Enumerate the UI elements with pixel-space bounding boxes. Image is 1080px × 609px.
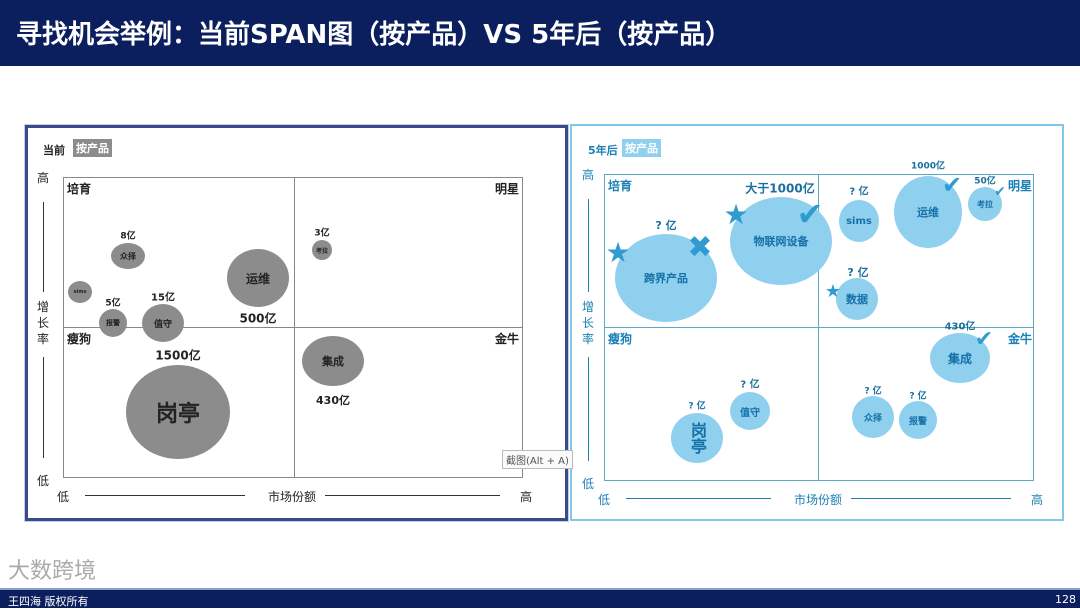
quadrant-label-bottom-left: 瘦狗 <box>608 332 633 346</box>
y-arrow-down <box>43 357 44 458</box>
bubble-考拉: 考拉 <box>968 187 1002 221</box>
x-arrow-left <box>85 495 245 496</box>
bubble-value: 50亿 <box>974 176 996 187</box>
y-arrow-up <box>588 199 589 292</box>
y-axis-low: 低 <box>37 474 50 488</box>
y-arrow-up <box>43 202 44 292</box>
x-axis-high: 高 <box>520 490 533 504</box>
copyright-text: 王四海 版权所有 <box>8 595 89 608</box>
bubble-众择: 众择 <box>111 243 145 269</box>
y-axis-high: 高 <box>37 171 50 185</box>
future-chart-panel <box>570 124 1064 521</box>
bubble-value: ? 亿 <box>688 401 706 412</box>
bubble-跨界产品: 跨界产品 <box>615 234 717 322</box>
quadrant-label-top-left: 培育 <box>608 179 633 193</box>
bubble-value: 1000亿 <box>910 161 946 172</box>
screenshot-tooltip: 截图(Alt + A) <box>502 450 573 469</box>
bubble-value: ? 亿 <box>655 219 677 232</box>
bubble-sims: sims <box>839 200 879 242</box>
chart-title-tag: 按产品 <box>622 139 661 157</box>
y-axis-label: 增长率 <box>582 300 595 346</box>
y-axis-high: 高 <box>582 168 595 182</box>
title-bar: 寻找机会举例：当前SPAN图（按产品）VS 5年后（按产品） <box>0 0 1080 66</box>
x-axis-high: 高 <box>1031 493 1044 507</box>
page-number: 128 <box>1055 593 1076 606</box>
bubble-value: 大于1000亿 <box>745 181 815 196</box>
slide-title: 寻找机会举例：当前SPAN图（按产品）VS 5年后（按产品） <box>16 20 732 50</box>
quadrant-label-bottom-left: 瘦狗 <box>67 332 92 346</box>
chart-title-prefix: 5年后 <box>588 144 618 157</box>
chart-title-tag: 按产品 <box>73 139 112 157</box>
quadrant-label-top-left: 培育 <box>67 182 92 196</box>
bubble-value: ? 亿 <box>847 266 869 279</box>
x-arrow-right <box>851 498 1011 499</box>
x-arrow-right <box>325 495 500 496</box>
bubble-value: 5亿 <box>105 298 121 309</box>
cross-icon: ✖ <box>687 230 713 265</box>
star-icon: ★ <box>723 198 749 231</box>
bubble-value: 15亿 <box>151 292 175 304</box>
bubble-value: 430亿 <box>316 394 350 407</box>
y-axis-low: 低 <box>582 477 595 491</box>
star-icon: ★ <box>824 281 842 302</box>
watermark: 大数跨境 <box>8 559 97 584</box>
bubble-value: 430亿 <box>944 321 976 333</box>
bubble-集成: 集成 <box>302 336 364 386</box>
bubble-sims: sims <box>68 281 92 303</box>
bubble-岗亭: 岗亭 <box>126 365 230 459</box>
bubble-value: 1500亿 <box>155 348 201 363</box>
chart-title-prefix: 当前 <box>43 144 65 157</box>
bubble-value: ? 亿 <box>849 186 869 198</box>
horizontal-divider <box>63 327 523 328</box>
y-arrow-down <box>588 357 589 461</box>
check-icon: ✔ <box>796 195 824 233</box>
quadrant-label-top-right: 明星 <box>1008 179 1033 193</box>
x-axis-low: 低 <box>598 493 611 507</box>
bubble-运维: 运维 <box>894 176 962 248</box>
x-arrow-left <box>626 498 771 499</box>
bubble-值守: 值守 <box>730 392 770 430</box>
x-axis-label: 市场份额 <box>268 490 317 504</box>
bubble-value: 8亿 <box>120 231 136 242</box>
star-icon: ★ <box>605 236 631 269</box>
bubble-value: 500亿 <box>239 311 277 326</box>
quadrant-label-bottom-right: 金牛 <box>495 332 520 346</box>
bubble-众择: 众择 <box>852 396 894 438</box>
bubble-物联网设备: 物联网设备 <box>730 197 832 285</box>
x-axis-label: 市场份额 <box>794 493 843 507</box>
bubble-数据: 数据 <box>836 278 878 320</box>
x-axis-low: 低 <box>57 490 70 504</box>
check-icon: ✔ <box>941 171 963 199</box>
bubble-value: ? 亿 <box>909 391 927 402</box>
bubble-集成: 集成 <box>930 333 990 383</box>
quadrant-label-bottom-right: 金牛 <box>1008 332 1033 346</box>
bubble-运维: 运维 <box>227 249 289 307</box>
bubble-值守: 值守 <box>142 304 184 342</box>
bubble-岗亭: 岗亭 <box>671 413 723 463</box>
bubble-考拉: 考拉 <box>312 240 332 260</box>
current-chart-panel <box>25 125 568 521</box>
bubble-value: ? 亿 <box>864 386 882 397</box>
horizontal-divider <box>604 327 1034 328</box>
footer: 王四海 版权所有 128 <box>0 588 1080 608</box>
bubble-报警: 报警 <box>899 401 937 439</box>
bubble-value: 3亿 <box>314 228 330 239</box>
bubble-报警: 报警 <box>99 309 127 337</box>
bubble-value: ? 亿 <box>740 379 760 391</box>
y-axis-label: 增长率 <box>37 300 50 346</box>
check-icon: ✔ <box>994 184 1006 200</box>
quadrant-label-top-right: 明星 <box>495 182 520 196</box>
check-icon: ✔ <box>974 327 994 352</box>
